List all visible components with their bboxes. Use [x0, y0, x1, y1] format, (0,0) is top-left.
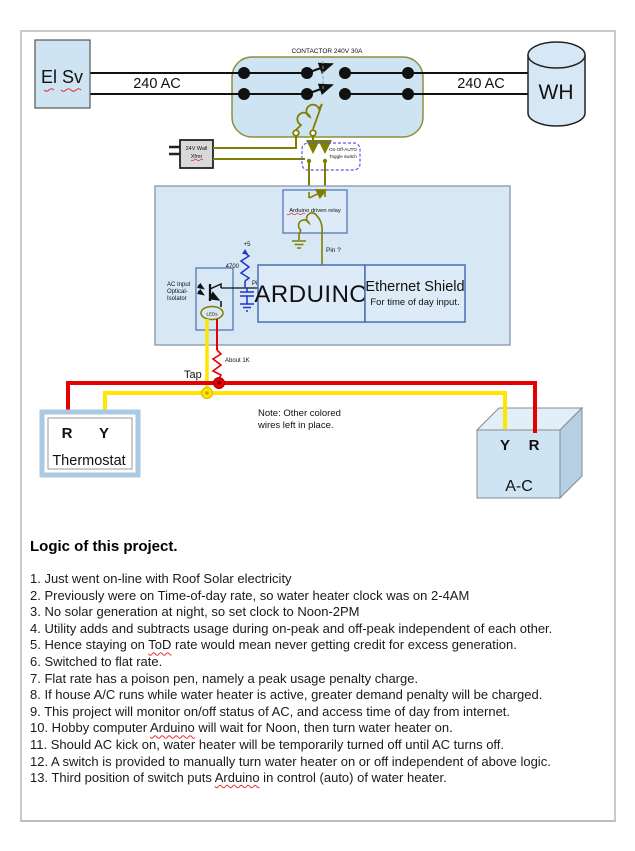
arduino-label: ARDUINO: [254, 281, 368, 308]
ground-icon: [292, 240, 306, 249]
note-line1: Note: Other colored: [258, 408, 341, 419]
logic-item: 2. Previously were on Time-of-day rate, …: [30, 587, 470, 603]
logic-item: 5. Hence staying on ToD rate would mean …: [30, 637, 517, 653]
misspell-underline: [43, 88, 82, 92]
sense-resistor: [211, 349, 223, 381]
logic-item: 10. Hobby computer Arduino will wait for…: [30, 720, 453, 736]
logic-list: 1. Just went on-line with Roof Solar ele…: [30, 571, 610, 787]
wall-transformer: 24V Wall Xfmr: [169, 139, 214, 169]
logic-item: 3. No solar generation at night, so set …: [30, 604, 360, 620]
el-sv-box: El Sv: [34, 39, 91, 109]
logic-item: 13. Third position of switch puts Arduin…: [30, 770, 447, 786]
contactor-switch-arms: [306, 62, 334, 96]
tap-junctions: [201, 377, 225, 399]
thermostat-terminal-r: R: [62, 425, 73, 442]
misspelled-word: Arduino: [149, 720, 195, 736]
ac-unit-label: A-C: [505, 478, 533, 495]
logic-item: 7. Flat rate has a poison pen, namely a …: [30, 670, 419, 686]
logic-heading: Logic of this project.: [30, 538, 178, 555]
yellow-wire: [103, 391, 507, 429]
sense-wires: [66, 319, 537, 433]
logic-item: 4. Utility adds and subtracts usage duri…: [30, 620, 553, 636]
toggle-switch-box: On-Off-AUTO Toggle switch: [301, 142, 361, 171]
thermostat-terminal-y: Y: [99, 425, 109, 442]
wiring-diagram: CONTACTOR 240V 30A 240 AC 240 AC El Sv W…: [34, 39, 586, 500]
relay-label: Arduino driven relay: [289, 208, 341, 214]
thermostat-label: Thermostat: [52, 453, 125, 469]
opto-label-line3: Isolator: [167, 296, 187, 302]
resistor-value: 4700: [226, 264, 240, 270]
sense-resistor-label: About 1K: [225, 358, 250, 364]
xfmr-label-line1: 24V Wall: [186, 146, 208, 152]
logic-item: 11. Should AC kick on, water heater will…: [30, 736, 505, 752]
phototransistor-icon: [196, 282, 222, 307]
logic-item: 9. This project will monitor on/off stat…: [30, 703, 511, 719]
logic-item: 1. Just went on-line with Roof Solar ele…: [30, 571, 292, 586]
logic-section: Logic of this project. 1. Just went on-l…: [30, 538, 610, 787]
contactor: CONTACTOR 240V 30A: [231, 48, 424, 138]
ac-terminal-r: R: [529, 437, 540, 454]
plug-prongs-icon: [169, 145, 180, 156]
control-wiring: [213, 136, 332, 192]
toggle-label-line2: Toggle switch: [329, 154, 357, 159]
misspell-underline: [190, 158, 204, 162]
wh-label: WH: [539, 81, 574, 104]
ethernet-shield-box: Ethernet Shield For time of day input.: [364, 264, 466, 323]
vcc-arrow-icon: [242, 249, 248, 254]
ac-left-label: 240 AC: [133, 76, 181, 92]
misspelled-word: ToD: [148, 637, 172, 653]
opto-leds-label: LEDs: [206, 312, 218, 317]
contactor-coil: [292, 103, 323, 137]
misspell-underline: [286, 212, 306, 216]
thermostat-box: R Y Thermostat: [39, 409, 141, 478]
leds-oval: [200, 305, 224, 321]
vcc-label: +5: [244, 242, 252, 248]
el-sv-label: El Sv: [41, 67, 83, 87]
red-wire: [66, 381, 537, 433]
ac-right-label: 240 AC: [457, 76, 505, 92]
logic-item: 12. A switch is provided to manually tur…: [30, 753, 551, 769]
supply-lines: [90, 72, 528, 95]
toggle-terminal: [306, 158, 312, 164]
ethernet-subtitle: For time of day input.: [370, 297, 459, 308]
ethernet-title: Ethernet Shield: [365, 279, 464, 295]
toggle-terminal: [322, 158, 328, 164]
note-line2: wires left in place.: [257, 420, 334, 431]
xfmr-label-line2: Xfmr: [191, 154, 203, 160]
ac-terminal-y: Y: [500, 437, 510, 454]
toggle-label-line1: On-Off-AUTO: [329, 147, 357, 152]
water-heater: WH: [527, 41, 586, 127]
opto-label-line2: Optical-: [167, 289, 188, 295]
arduino-box: ARDUINO: [254, 264, 368, 323]
logic-item: 6. Switched to flat rate.: [30, 653, 163, 669]
ground-icon: [240, 303, 254, 312]
relay-pin-label: Pin ?: [326, 247, 341, 254]
opto-label-line1: AC Input: [167, 282, 191, 288]
misspelled-word: Arduino: [214, 770, 260, 786]
relay-box: Arduino driven relay Pin ?: [282, 189, 348, 265]
optical-isolator: AC Input Optical- Isolator LEDs: [167, 267, 234, 331]
tap-label: Tap: [184, 369, 202, 381]
contactor-label: CONTACTOR 240V 30A: [292, 48, 364, 55]
logic-item: 8. If house A/C runs while water heater …: [30, 687, 543, 703]
